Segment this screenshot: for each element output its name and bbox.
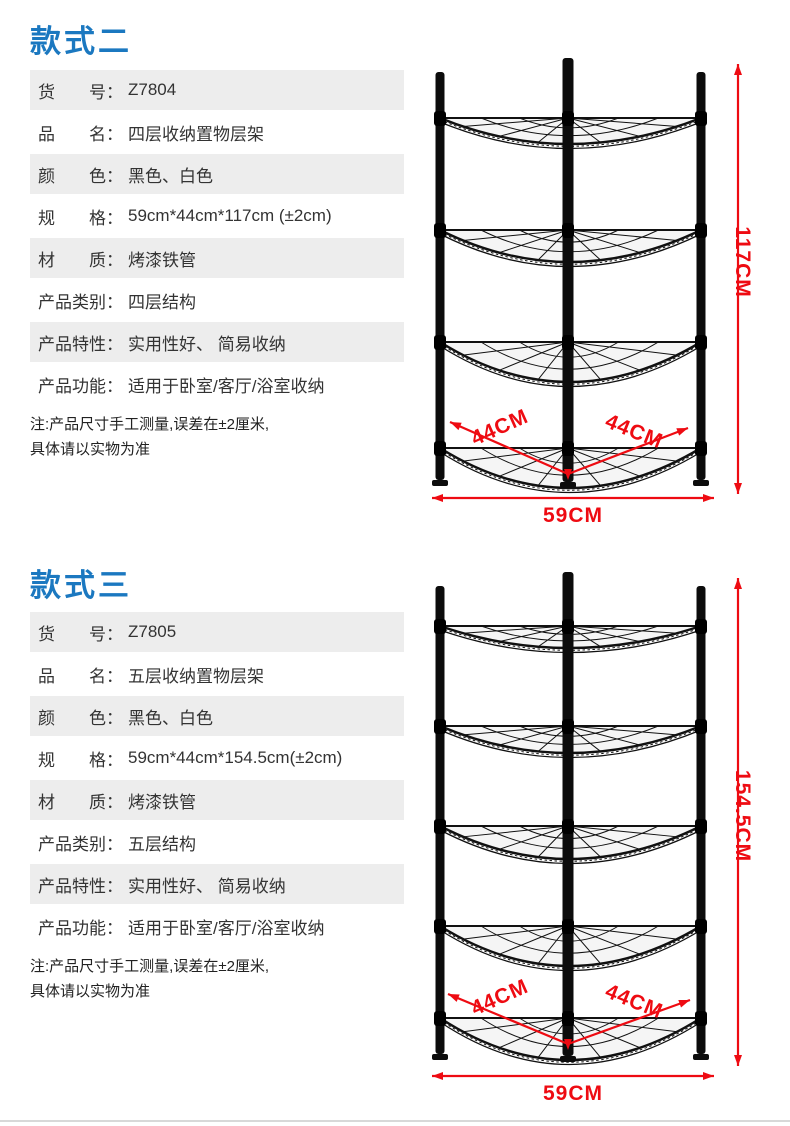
corner-shelf-5-tier-illustration [432, 572, 742, 1080]
section-title-style-2: 款式二 [30, 24, 132, 59]
spec-row: 产品功能：适用于卧室/客厅/浴室收纳 [30, 364, 404, 404]
spec-value: 五层结构 [128, 834, 196, 854]
spec-label: 规 格： [38, 208, 123, 228]
spec-label: 材 质： [38, 250, 123, 270]
spec-value: 适用于卧室/客厅/浴室收纳 [128, 376, 325, 396]
spec-label: 产品类别： [38, 834, 123, 854]
spec-value: 五层收纳置物层架 [128, 666, 264, 686]
spec-row: 货 号： Z7804 [30, 70, 404, 110]
spec-row: 材 质：烤漆铁管 [30, 780, 404, 820]
spec-label: 品 名： [38, 124, 123, 144]
spec-value: Z7805 [128, 622, 177, 641]
product-figure-style-3: 154.5CM 59CM 44CM 44CM [418, 566, 778, 1114]
spec-row: 材 质：烤漆铁管 [30, 238, 404, 278]
spec-value: 黑色、白色 [128, 166, 213, 186]
spec-row: 产品特性：实用性好、 简易收纳 [30, 864, 404, 904]
spec-row: 品 名：四层收纳置物层架 [30, 112, 404, 152]
spec-label: 品 名： [38, 666, 123, 686]
product-figure-style-2: 117CM 59CM 44CM 44CM [418, 50, 778, 542]
note-line-2: 具体请以实物为准 [30, 983, 151, 1000]
spec-label: 材 质： [38, 792, 123, 812]
spec-label: 产品特性： [38, 876, 123, 896]
spec-value: 59cm*44cm*154.5cm(±2cm) [128, 748, 343, 767]
dimension-width-label: 59CM [542, 504, 604, 527]
spec-row: 颜 色：黑色、白色 [30, 154, 404, 194]
spec-value: 实用性好、 简易收纳 [128, 876, 286, 896]
bottom-divider [0, 1120, 790, 1122]
measurement-note: 注:产品尺寸手工测量,误差在±2厘米, 具体请以实物为准 [30, 954, 269, 1004]
section-title-style-3: 款式三 [30, 568, 132, 603]
spec-row: 产品特性：实用性好、 简易收纳 [30, 322, 404, 362]
corner-shelf-4-tier-illustration [432, 58, 742, 502]
spec-row: 规 格： 59cm*44cm*117cm (±2cm) [30, 196, 404, 236]
spec-label: 产品功能： [38, 376, 123, 396]
spec-row: 品 名：五层收纳置物层架 [30, 654, 404, 694]
spec-row: 颜 色：黑色、白色 [30, 696, 404, 736]
spec-label: 规 格： [38, 750, 123, 770]
spec-table-style-2: 货 号： Z7804 品 名：四层收纳置物层架 颜 色：黑色、白色 规 格： 59c… [30, 70, 404, 406]
spec-row: 货 号： Z7805 [30, 612, 404, 652]
spec-value: 四层收纳置物层架 [128, 124, 264, 144]
dimension-width-label: 59CM [542, 1082, 604, 1105]
dimension-height-label: 117CM [731, 226, 754, 298]
spec-label: 产品类别： [38, 292, 123, 312]
spec-row: 规 格： 59cm*44cm*154.5cm(±2cm) [30, 738, 404, 778]
spec-value: Z7804 [128, 80, 177, 99]
spec-value: 四层结构 [128, 292, 196, 312]
spec-label: 颜 色： [38, 708, 123, 728]
spec-label: 货 号： [38, 82, 123, 102]
spec-value: 适用于卧室/客厅/浴室收纳 [128, 918, 325, 938]
spec-label: 货 号： [38, 624, 123, 644]
spec-label: 产品特性： [38, 334, 123, 354]
note-line-1: 注:产品尺寸手工测量,误差在±2厘米, [30, 958, 270, 975]
spec-label: 颜 色： [38, 166, 123, 186]
spec-value: 实用性好、 简易收纳 [128, 334, 286, 354]
spec-value: 59cm*44cm*117cm (±2cm) [128, 206, 332, 225]
spec-value: 烤漆铁管 [128, 792, 196, 812]
spec-row: 产品功能：适用于卧室/客厅/浴室收纳 [30, 906, 404, 946]
spec-table-style-3: 货 号： Z7805 品 名：五层收纳置物层架 颜 色：黑色、白色 规 格： 59c… [30, 612, 404, 948]
spec-value: 黑色、白色 [128, 708, 213, 728]
dimension-height-label: 154.5CM [731, 769, 754, 863]
measurement-note: 注:产品尺寸手工测量,误差在±2厘米, 具体请以实物为准 [30, 412, 269, 462]
spec-value: 烤漆铁管 [128, 250, 196, 270]
spec-label: 产品功能： [38, 918, 123, 938]
spec-row: 产品类别：四层结构 [30, 280, 404, 320]
spec-row: 产品类别：五层结构 [30, 822, 404, 862]
note-line-2: 具体请以实物为准 [30, 441, 151, 458]
note-line-1: 注:产品尺寸手工测量,误差在±2厘米, [30, 416, 270, 433]
